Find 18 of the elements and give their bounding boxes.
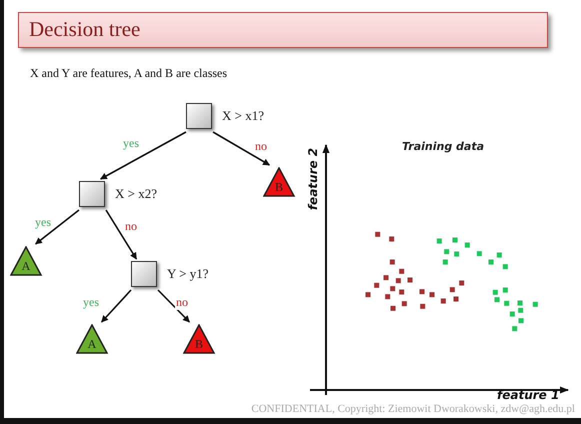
arrow	[101, 289, 132, 323]
condition-text: X > x1?	[222, 108, 264, 124]
arrow	[105, 210, 138, 260]
condition-text: Y > y1?	[167, 266, 209, 282]
arrow	[212, 131, 270, 166]
arrow	[100, 131, 186, 180]
chart-title: Training data	[402, 140, 484, 153]
class-letter: A	[20, 259, 32, 274]
arrow	[35, 209, 80, 245]
condition-text: X > x2?	[115, 186, 157, 202]
arrow	[157, 289, 190, 323]
class-letter: B	[274, 180, 284, 195]
footer-text: CONFIDENTIAL, Copyright: Ziemowit Dworakowski, zdw@agh.edu.pl	[251, 403, 575, 415]
subtitle-text: X and Y are features, A and B are classes	[30, 66, 228, 81]
axis-label: feature 2	[306, 148, 320, 210]
class-letter: B	[194, 337, 204, 352]
class-letter: A	[86, 337, 98, 352]
slide-title: Decision tree	[29, 17, 140, 42]
